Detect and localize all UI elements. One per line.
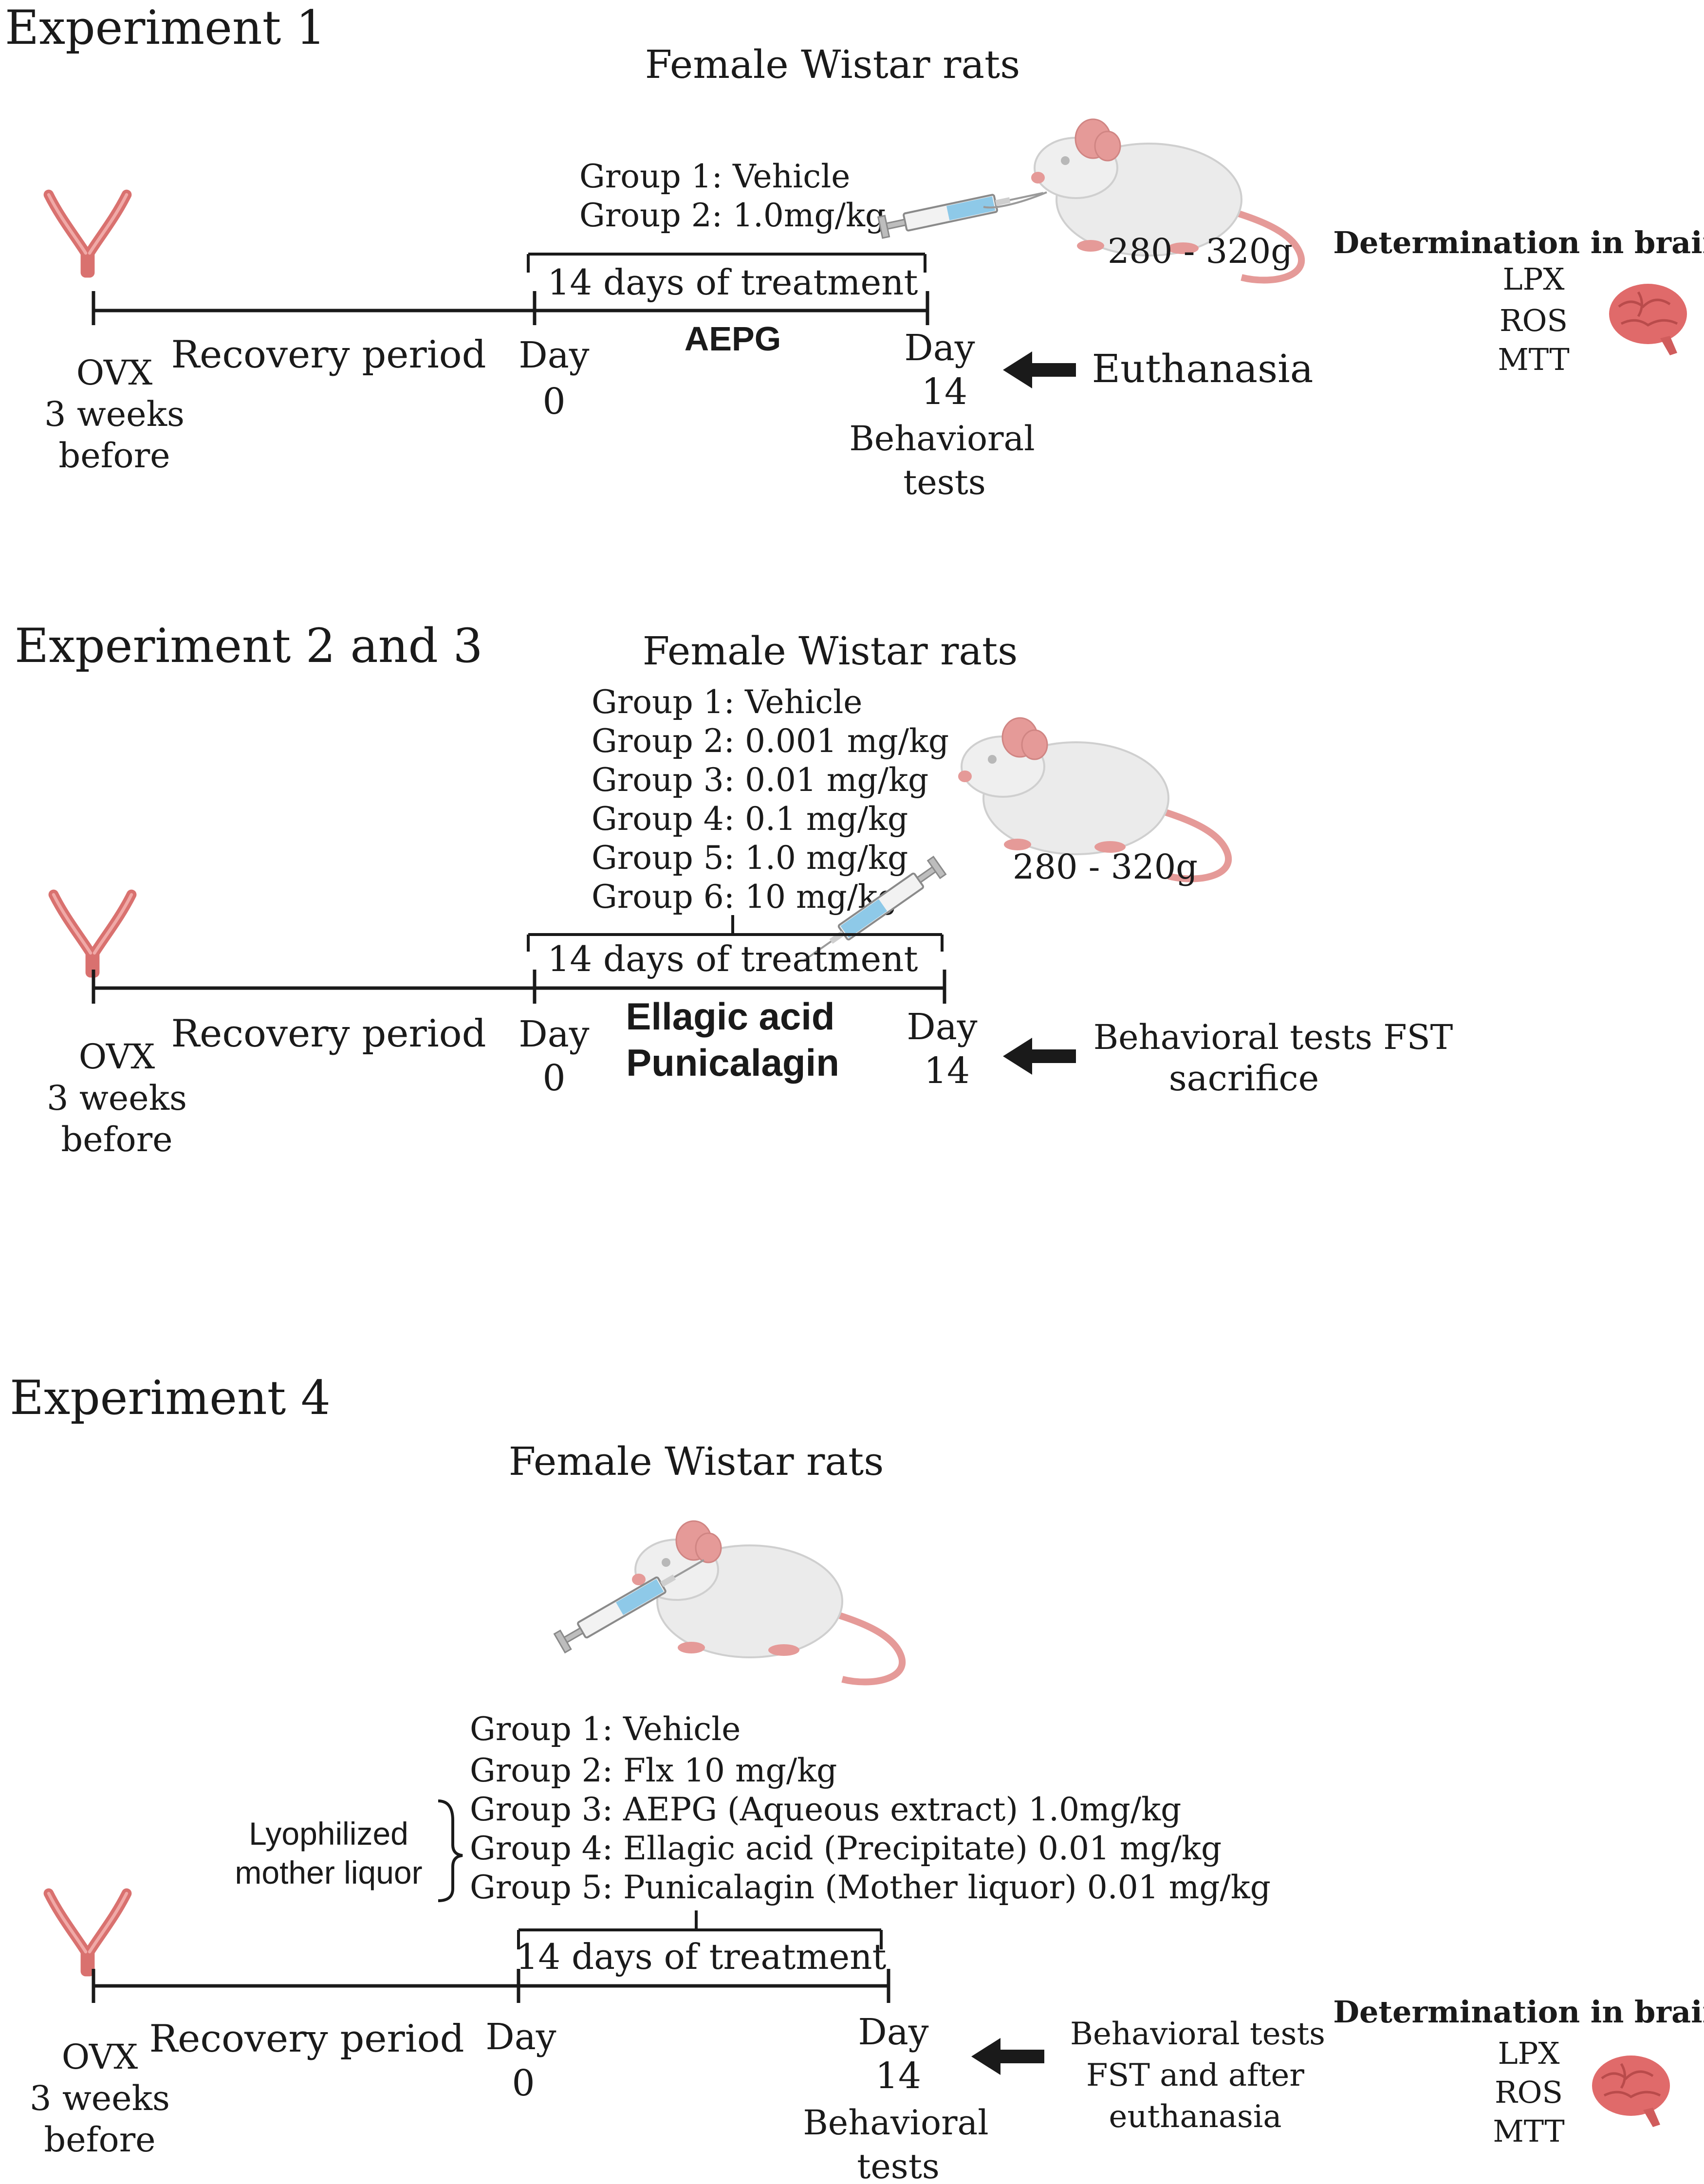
exp23-treatment: 14 days of treatment xyxy=(548,938,918,979)
exp1-day0-1: Day xyxy=(519,334,589,376)
arrow-icon xyxy=(971,2038,1044,2075)
exp23-group-2: Group 2: 0.001 mg/kg xyxy=(592,722,949,760)
exp23-compound-2: Punicalagin xyxy=(626,1041,839,1084)
exp4-outcome-1: Behavioral tests xyxy=(1070,2016,1325,2052)
exp4-assay-lpx: LPX xyxy=(1498,2036,1559,2071)
experiment-1: Experiment 1 Female Wistar rats Group 1:… xyxy=(5,0,1704,502)
arrow-icon xyxy=(1003,351,1076,388)
brain-icon xyxy=(1609,284,1687,355)
exp4-group-3: Group 3: AEPG (Aqueous extract) 1.0mg/kg xyxy=(470,1791,1181,1828)
exp1-day14-note-2: tests xyxy=(903,462,986,502)
exp4-ovx-3: before xyxy=(44,2120,155,2160)
exp4-title: Experiment 4 xyxy=(10,1371,331,1425)
exp1-assay-lpx: LPX xyxy=(1502,261,1564,297)
exp1-treatment: 14 days of treatment xyxy=(548,262,918,303)
exp4-assay-ros: ROS xyxy=(1495,2074,1563,2110)
exp4-outcome-3: euthanasia xyxy=(1109,2099,1281,2135)
exp1-title: Experiment 1 xyxy=(5,0,326,55)
brain-icon xyxy=(1592,2056,1670,2127)
exp1-day14-1: Day xyxy=(904,327,975,369)
experiment-2-3: Experiment 2 and 3 Female Wistar rats Gr… xyxy=(15,619,1453,1159)
exp23-day14-2: 14 xyxy=(924,1050,970,1092)
exp1-day0-2: 0 xyxy=(542,381,565,422)
exp4-day0-2: 0 xyxy=(512,2062,535,2104)
exp4-determination: Determination in brain xyxy=(1333,1994,1704,2030)
exp1-outcome: Euthanasia xyxy=(1092,346,1314,391)
exp1-day14-note-1: Behavioral xyxy=(849,419,1035,459)
uterus-icon xyxy=(54,895,131,973)
exp23-group-5: Group 5: 1.0 mg/kg xyxy=(592,839,908,877)
exp1-ovx-2: 3 weeks xyxy=(44,394,185,434)
exp23-compound-1: Ellagic acid xyxy=(626,995,834,1038)
exp4-subject: Female Wistar rats xyxy=(509,1439,884,1484)
exp4-group-2: Group 2: Flx 10 mg/kg xyxy=(470,1752,837,1789)
exp23-subject: Female Wistar rats xyxy=(643,628,1018,674)
exp1-recovery: Recovery period xyxy=(171,333,486,377)
exp4-group-1: Group 1: Vehicle xyxy=(470,1710,741,1748)
exp4-treatment: 14 days of treatment xyxy=(516,1936,887,1977)
exp4-day14-note-2: tests xyxy=(857,2147,940,2184)
exp1-ovx-3: before xyxy=(58,436,170,476)
exp1-assay-ros: ROS xyxy=(1500,303,1568,338)
uterus-icon xyxy=(49,195,127,273)
exp1-determination: Determination in brain xyxy=(1333,225,1704,260)
exp4-brace-label-1: Lyophilized xyxy=(249,1816,408,1852)
exp23-group-6: Group 6: 10 mg/kg xyxy=(592,878,898,916)
exp4-assay-mtt: MTT xyxy=(1493,2113,1564,2149)
exp23-title: Experiment 2 and 3 xyxy=(15,619,483,673)
exp4-recovery: Recovery period xyxy=(149,2017,464,2061)
experiment-4: Experiment 4 Female Wistar rats Group 1:… xyxy=(10,1371,1704,2184)
exp4-day14-1: Day xyxy=(858,2011,928,2053)
exp23-group-3: Group 3: 0.01 mg/kg xyxy=(592,761,928,799)
exp1-subject: Female Wistar rats xyxy=(645,42,1020,87)
exp23-day0-1: Day xyxy=(519,1013,589,1055)
exp1-compound: AEPG xyxy=(685,320,781,358)
exp1-day14-2: 14 xyxy=(922,371,967,413)
syringe-icon xyxy=(877,181,1047,239)
exp1-weight: 280 - 320g xyxy=(1108,231,1293,271)
exp23-ovx-1: OVX xyxy=(79,1037,155,1077)
exp1-ovx-1: OVX xyxy=(76,353,153,393)
arrow-icon xyxy=(1003,1038,1076,1075)
exp23-group-4: Group 4: 0.1 mg/kg xyxy=(592,800,908,838)
exp23-day0-2: 0 xyxy=(542,1057,565,1099)
exp23-outcome-2: sacrifice xyxy=(1169,1058,1319,1099)
exp4-brace-label-2: mother liquor xyxy=(235,1854,422,1890)
exp23-day14-1: Day xyxy=(907,1006,977,1048)
exp1-assay-mtt: MTT xyxy=(1498,342,1569,377)
exp23-ovx-2: 3 weeks xyxy=(47,1078,187,1118)
exp23-group-1: Group 1: Vehicle xyxy=(592,683,862,721)
exp1-group-1: Group 1: Vehicle xyxy=(579,158,850,195)
exp4-day14-note-1: Behavioral xyxy=(803,2103,988,2143)
exp4-ovx-1: OVX xyxy=(62,2037,138,2077)
exp1-group-2: Group 2: 1.0mg/kg xyxy=(579,197,886,234)
uterus-icon xyxy=(49,1893,127,1971)
rat-icon xyxy=(632,1521,902,1682)
exp4-outcome-2: FST and after xyxy=(1086,2057,1304,2093)
exp4-ovx-2: 3 weeks xyxy=(30,2078,170,2118)
exp4-group-4: Group 4: Ellagic acid (Precipitate) 0.01… xyxy=(470,1830,1222,1867)
exp23-ovx-3: before xyxy=(61,1120,172,1159)
exp4-group-5: Group 5: Punicalagin (Mother liquor) 0.0… xyxy=(470,1869,1271,1906)
exp4-day0-1: Day xyxy=(485,2016,556,2058)
exp23-outcome-1: Behavioral tests FST xyxy=(1093,1017,1453,1057)
exp23-recovery: Recovery period xyxy=(171,1012,486,1056)
exp4-day14-2: 14 xyxy=(875,2055,921,2097)
exp23-weight: 280 - 320g xyxy=(1013,847,1198,887)
